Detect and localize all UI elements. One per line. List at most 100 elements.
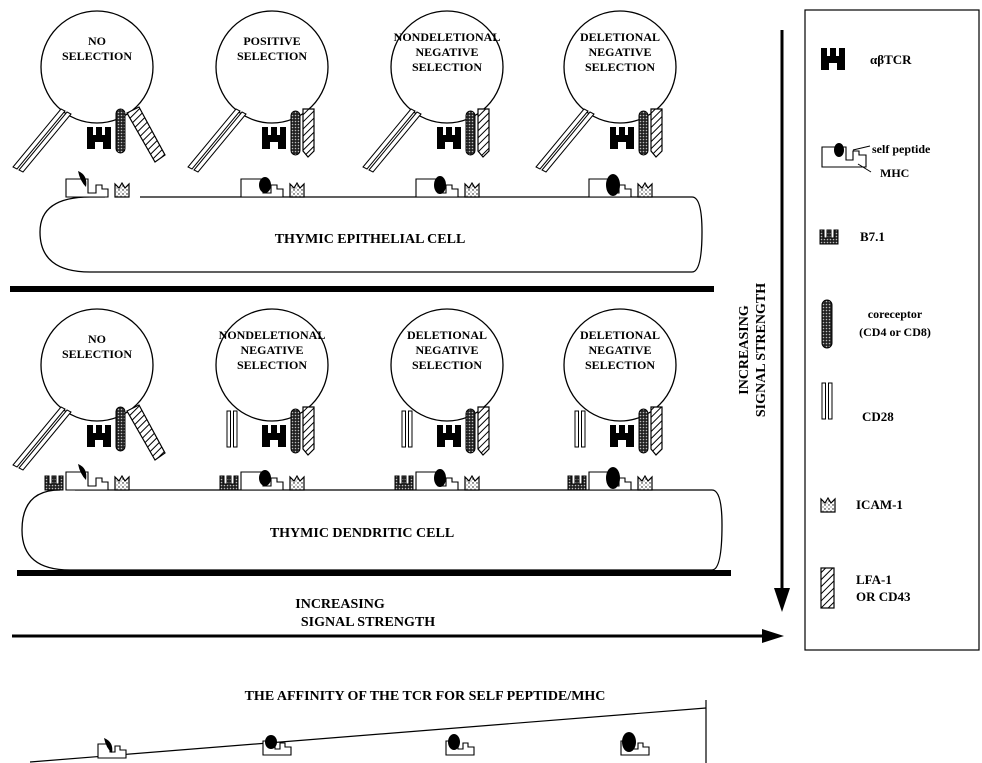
legend: αβTCR self peptide MHC B7.1 coreceptor (… <box>804 9 980 651</box>
cd28-icon <box>18 111 72 173</box>
mhc-icon <box>65 178 109 198</box>
peptide-icon <box>434 469 446 487</box>
icam-icon <box>464 182 480 198</box>
lfa-icon <box>650 108 663 158</box>
selection-label: NONDELETIONAL <box>219 328 326 342</box>
cd28-icon <box>18 409 72 471</box>
horizontal-axis-line1: INCREASING <box>295 597 385 612</box>
peptide-icon <box>78 464 87 480</box>
coreceptor-icon <box>290 110 301 156</box>
selection-label: NEGATIVE <box>588 45 651 59</box>
selection-label: SELECTION <box>585 358 655 372</box>
tcell-body <box>40 308 154 422</box>
selection-label: SELECTION <box>62 49 132 63</box>
coreceptor-icon <box>115 108 126 154</box>
selection-label: NO <box>88 34 106 48</box>
legend-tcr: αβTCR <box>821 48 912 70</box>
peptide-icon <box>259 177 271 193</box>
coreceptor-icon <box>465 408 476 454</box>
peptide-icon <box>606 467 620 489</box>
mhc-icon <box>821 146 867 168</box>
cd28-icon <box>574 410 586 448</box>
selection-label: SELECTION <box>585 60 655 74</box>
selection-label: SELECTION <box>62 347 132 361</box>
vertical-axis-line1: INCREASING <box>737 305 752 395</box>
lfa-icon <box>650 406 663 456</box>
icam-icon <box>114 182 130 198</box>
bottom-panel: THYMIC DENDRITIC CELL <box>17 489 731 576</box>
selection-label: NEGATIVE <box>415 45 478 59</box>
selection-label: DELETIONAL <box>407 328 487 342</box>
wedge-peptide-icon <box>622 732 636 752</box>
legend-icam: ICAM-1 <box>820 497 903 513</box>
vertical-signal-arrow: INCREASING SIGNAL STRENGTH <box>737 30 790 612</box>
tcr-icon <box>610 127 634 149</box>
legend-lfa: LFA-1 OR CD43 <box>820 567 911 609</box>
tcr-icon <box>437 425 461 447</box>
tcell-body <box>40 10 154 124</box>
cd28-icon <box>362 108 416 170</box>
selection-label: SELECTION <box>237 49 307 63</box>
legend-peptide-label: self peptide <box>872 142 931 156</box>
coreceptor-icon <box>821 299 833 349</box>
icam-icon <box>289 475 305 491</box>
legend-cd28-label: CD28 <box>862 409 894 424</box>
lfa-icon <box>126 404 166 461</box>
cd28-icon <box>193 111 247 173</box>
lfa-icon <box>820 567 835 609</box>
legend-box <box>804 9 980 651</box>
legend-tcr-label: αβTCR <box>870 52 912 67</box>
tcell-body <box>215 10 329 124</box>
cd28-icon <box>12 406 66 468</box>
cd28-icon <box>12 108 66 170</box>
affinity-title: THE AFFINITY OF THE TCR FOR SELF PEPTIDE… <box>245 689 606 704</box>
icam-icon <box>289 182 305 198</box>
peptide-icon <box>259 470 271 486</box>
b71-icon <box>219 475 239 491</box>
legend-lfa-line2: OR CD43 <box>856 589 911 604</box>
cd28-icon <box>541 111 595 173</box>
legend-mhc-label: MHC <box>880 166 909 180</box>
cd28-icon <box>226 410 238 448</box>
b71-icon <box>819 229 839 245</box>
selection-label: SELECTION <box>412 60 482 74</box>
selection-label: DELETIONAL <box>580 328 660 342</box>
b71-icon <box>394 475 414 491</box>
icam-icon <box>114 475 130 491</box>
tcr-icon <box>437 127 461 149</box>
separator-top <box>10 286 714 292</box>
cd28-icon <box>187 108 241 170</box>
peptide-icon <box>606 174 620 196</box>
coreceptor-icon <box>638 408 649 454</box>
legend-lfa-line1: LFA-1 <box>856 572 892 587</box>
b71-icon <box>44 475 64 491</box>
lfa-icon <box>477 108 490 158</box>
vertical-axis-line2: SIGNAL STRENGTH <box>754 283 769 417</box>
tcr-icon <box>87 127 111 149</box>
selection-label: NO <box>88 332 106 346</box>
tcr-icon <box>610 425 634 447</box>
top-panel: THYMIC EPITHELIAL CELL <box>10 196 714 292</box>
selection-label: NEGATIVE <box>588 343 651 357</box>
affinity-wedge: THE AFFINITY OF THE TCR FOR SELF PEPTIDE… <box>29 689 707 763</box>
wedge-peptide-icon <box>104 738 113 753</box>
mhc-icon <box>65 471 109 491</box>
coreceptor-icon <box>638 110 649 156</box>
legend-coreceptor-line2: (CD4 or CD8) <box>859 325 931 339</box>
icam-icon <box>637 182 653 198</box>
dendritic-cell-label: THYMIC DENDRITIC CELL <box>270 526 454 541</box>
wedge-peptide-icon <box>265 735 277 749</box>
legend-b71-label: B7.1 <box>860 229 885 244</box>
selection-label: SELECTION <box>237 358 307 372</box>
coreceptor-icon <box>465 110 476 156</box>
cd28-icon <box>401 410 413 448</box>
peptide-icon <box>78 171 87 187</box>
